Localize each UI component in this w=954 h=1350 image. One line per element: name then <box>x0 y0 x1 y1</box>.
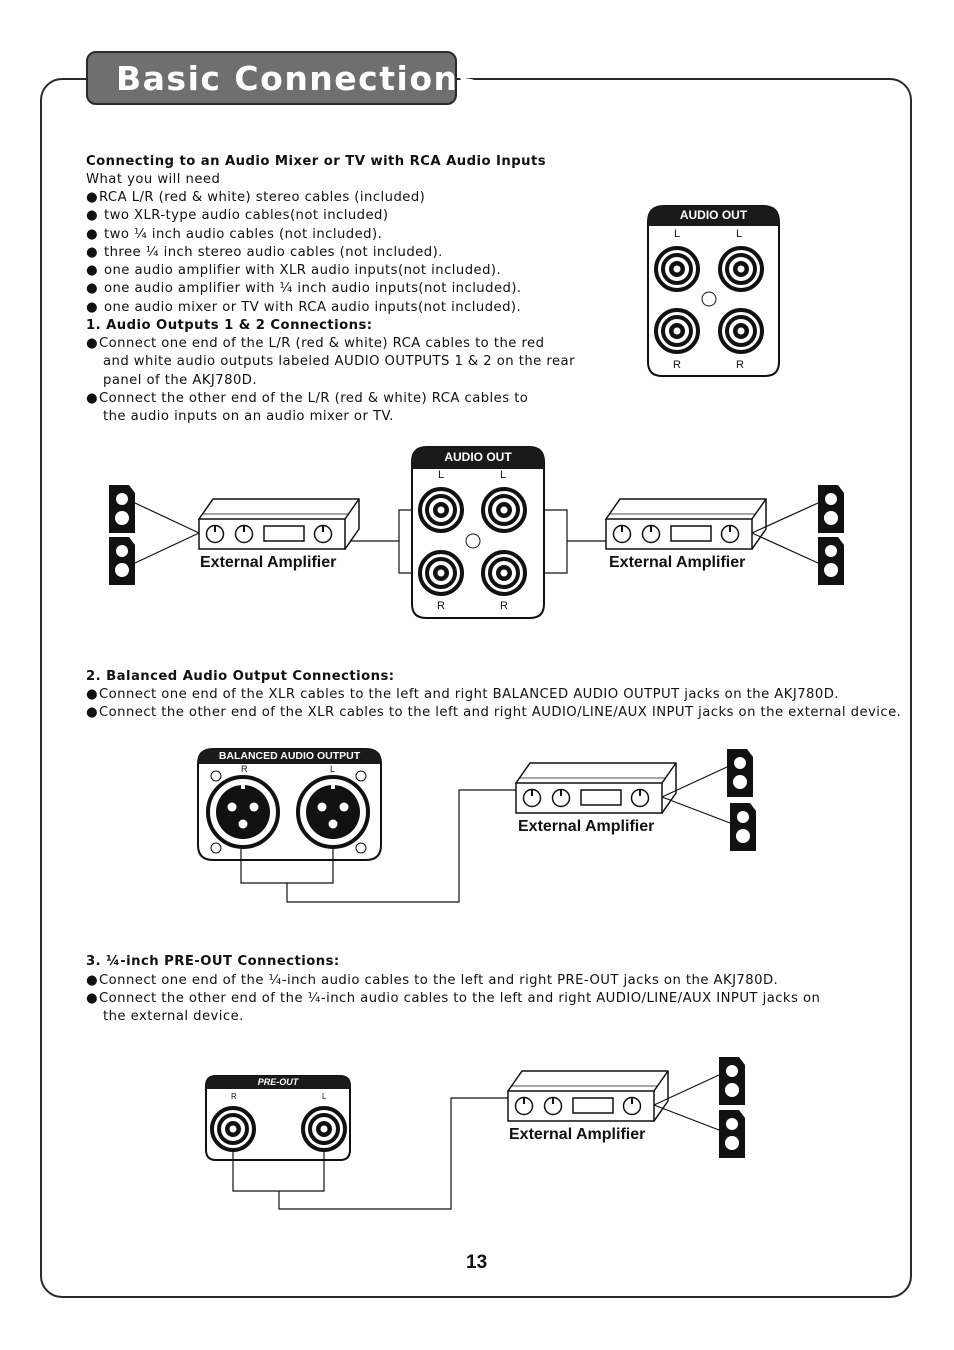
amp-right <box>605 498 767 550</box>
amp-preout <box>507 1070 669 1122</box>
jack-label-r: R <box>736 359 744 371</box>
amp-label: External Amplifier <box>200 554 337 571</box>
section1-bullet-cont: and white audio outputs labeled AUDIO OU… <box>103 354 575 369</box>
balanced-output-label: BALANCED AUDIO OUTPUT <box>218 750 361 762</box>
jack-label-l: L <box>500 469 507 481</box>
jack-label-l: L <box>322 1092 327 1101</box>
need-item: three ¼ inch stereo audio cables (not in… <box>86 244 443 262</box>
audio-out-panel-large <box>411 446 545 619</box>
jack-label-l: L <box>674 228 681 240</box>
amp-balanced <box>515 762 677 814</box>
rca-cables <box>345 509 606 574</box>
need-item: RCA L/R (red & white) stereo cables (inc… <box>86 189 425 207</box>
need-item: two ¼ inch audio cables (not included). <box>86 226 382 244</box>
intro-need: What you will need <box>86 172 221 187</box>
section3-heading: 3. ¼-inch PRE-OUT Connections: <box>86 954 340 969</box>
section2-bullet: Connect the other end of the XLR cables … <box>86 704 901 722</box>
page-frame <box>40 78 912 1298</box>
quarter-inch-cables <box>232 1097 508 1210</box>
audio-out-label: AUDIO OUT <box>444 450 512 464</box>
intro-heading: Connecting to an Audio Mixer or TV with … <box>86 154 546 169</box>
section2-bullet: Connect one end of the XLR cables to the… <box>86 686 839 704</box>
jack-label-r: R <box>673 359 681 371</box>
need-item: two XLR-type audio cables(not included) <box>86 207 388 225</box>
page-title: Basic Connections <box>116 59 480 98</box>
amp-label: External Amplifier <box>518 818 655 835</box>
title-tab <box>86 51 457 105</box>
balanced-output-panel <box>197 748 382 861</box>
section1-bullet: Connect one end of the L/R (red & white)… <box>86 335 544 353</box>
section3-bullet-cont: the external device. <box>103 1009 244 1024</box>
section1-heading: 1. Audio Outputs 1 & 2 Connections: <box>86 318 373 333</box>
jack-label-l: L <box>736 228 743 240</box>
pre-out-panel <box>205 1075 351 1161</box>
jack-label-r: R <box>500 600 508 612</box>
audio-out-panel-small <box>647 205 780 377</box>
pre-out-label: PRE-OUT <box>257 1077 299 1087</box>
section3-bullet: Connect the other end of the ¼-inch audi… <box>86 990 820 1008</box>
section1-bullet-cont: panel of the AKJ780D. <box>103 373 258 388</box>
need-item: one audio amplifier with XLR audio input… <box>86 262 501 280</box>
section3-bullet: Connect one end of the ¼-inch audio cabl… <box>86 972 778 990</box>
need-item: one audio mixer or TV with RCA audio inp… <box>86 299 521 317</box>
section1-bullet-cont: the audio inputs on an audio mixer or TV… <box>103 409 394 424</box>
page-number: 13 <box>466 1252 488 1273</box>
section2-heading: 2. Balanced Audio Output Connections: <box>86 669 395 684</box>
jack-label-r: R <box>437 600 445 612</box>
xlr-cables <box>240 789 516 903</box>
amp-left <box>198 498 360 550</box>
jack-label-r: R <box>241 764 248 774</box>
section1-bullet: Connect the other end of the L/R (red & … <box>86 390 528 408</box>
amp-label: External Amplifier <box>609 554 746 571</box>
jack-label-l: L <box>330 764 336 774</box>
amp-label: External Amplifier <box>509 1126 646 1143</box>
audio-out-label: AUDIO OUT <box>679 208 748 222</box>
need-item: one audio amplifier with ¼ inch audio in… <box>86 280 522 298</box>
jack-label-l: L <box>438 469 445 481</box>
jack-label-r: R <box>231 1092 237 1101</box>
